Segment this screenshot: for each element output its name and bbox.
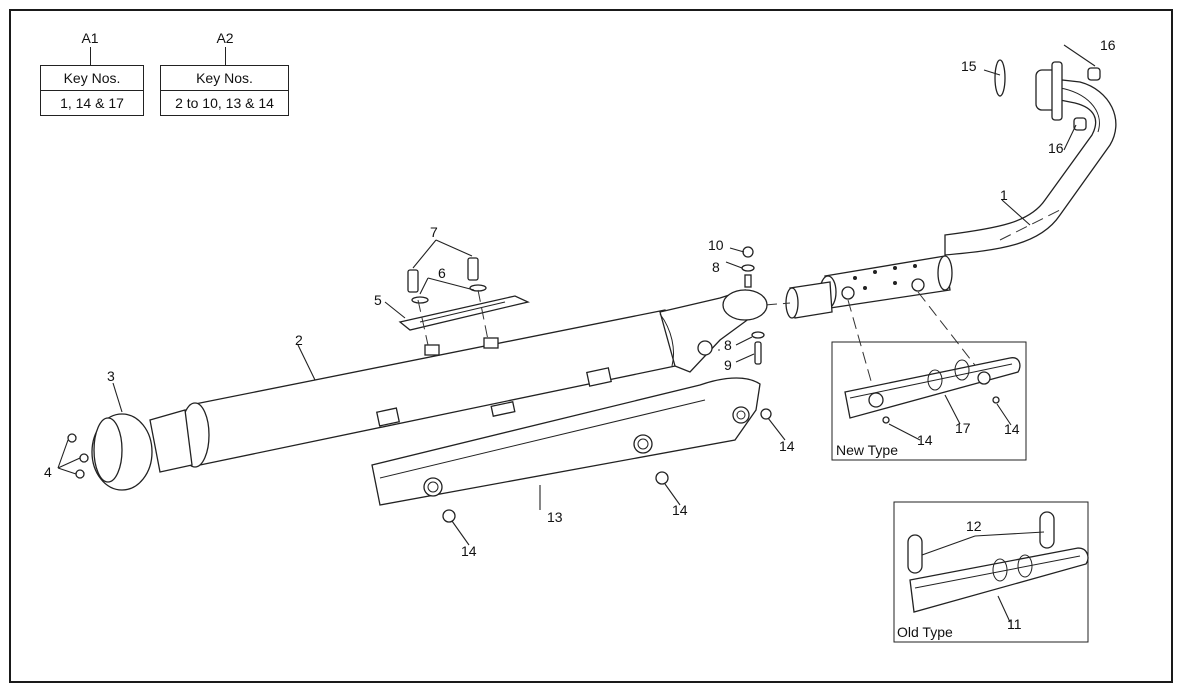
callout-4: 4 bbox=[44, 464, 52, 480]
callout-14-new-left: 14 bbox=[917, 432, 933, 448]
callout-17: 17 bbox=[955, 420, 971, 436]
leader-lines bbox=[57, 44, 1096, 623]
muffler-body bbox=[180, 289, 768, 468]
callout-10: 10 bbox=[708, 237, 724, 253]
callout-14-shield-right: 14 bbox=[779, 438, 795, 454]
legend-a2-value: 2 to 10, 13 & 14 bbox=[161, 90, 288, 115]
header-flange bbox=[994, 59, 1101, 131]
slip-pipe bbox=[785, 255, 953, 319]
muffler-tab-right bbox=[586, 367, 612, 387]
legend-a1-tag: A1 bbox=[81, 30, 99, 46]
callout-14-shield-left: 14 bbox=[461, 543, 477, 559]
legend-a2-tag: A2 bbox=[216, 30, 234, 46]
inset-new-type-label: New Type bbox=[836, 442, 898, 458]
legend-a1-stem bbox=[90, 47, 91, 65]
callout-11: 11 bbox=[1007, 616, 1022, 632]
callout-15: 15 bbox=[961, 58, 977, 74]
inset-old-type-label: Old Type bbox=[897, 624, 953, 640]
muffler-boss-right bbox=[483, 337, 499, 349]
callout-8-lower: 8 bbox=[724, 337, 732, 353]
old-type-bumper-left bbox=[907, 534, 923, 574]
nut-shield-left bbox=[442, 509, 456, 523]
legend-a1-value: 1, 14 & 17 bbox=[41, 90, 143, 115]
callout-8-upper: 8 bbox=[712, 259, 720, 275]
muffler-boss-left bbox=[424, 344, 440, 356]
top-bracket bbox=[398, 295, 530, 331]
muffler-end-cap bbox=[91, 409, 193, 491]
header-pipe bbox=[944, 79, 1117, 256]
nut-shield-center bbox=[655, 471, 669, 485]
callout-2: 2 bbox=[295, 332, 303, 348]
callout-5: 5 bbox=[374, 292, 382, 308]
flange-nut-upper bbox=[1087, 67, 1101, 81]
legend-a2-box: Key Nos. 2 to 10, 13 & 14 bbox=[160, 65, 289, 116]
callout-16-lower: 16 bbox=[1048, 140, 1064, 156]
flange-nut-lower bbox=[1073, 117, 1087, 131]
callout-7: 7 bbox=[430, 224, 438, 240]
inset-new-type-frame bbox=[831, 341, 1027, 461]
legend-a2-header: Key Nos. bbox=[196, 70, 253, 86]
new-type-bracket bbox=[844, 357, 1021, 424]
bracket-bolts bbox=[407, 257, 489, 346]
old-type-bracket bbox=[907, 511, 1089, 613]
callout-14-new-right: 14 bbox=[1004, 421, 1020, 437]
muffler-tab-left bbox=[375, 407, 401, 427]
callout-1: 1 bbox=[1000, 187, 1008, 203]
callout-16-upper: 16 bbox=[1100, 37, 1116, 53]
legend-a2-stem bbox=[225, 47, 226, 65]
callout-numbers: 1 2 3 4 5 6 7 8 8 9 10 11 12 13 14 14 14… bbox=[44, 37, 1116, 632]
callout-12: 12 bbox=[966, 518, 982, 534]
callout-3: 3 bbox=[107, 368, 115, 384]
heat-shield bbox=[371, 377, 761, 506]
old-type-bumper-right bbox=[1039, 511, 1055, 549]
clamp-fasteners bbox=[741, 246, 765, 365]
callout-13: 13 bbox=[547, 509, 563, 525]
legend-a1-header: Key Nos. bbox=[63, 70, 121, 86]
callout-14-shield-center: 14 bbox=[672, 502, 688, 518]
inset-old-type-frame bbox=[893, 501, 1089, 643]
callout-9: 9 bbox=[724, 357, 732, 373]
muffler-tab-center bbox=[490, 401, 516, 417]
exhaust-gasket bbox=[994, 59, 1006, 97]
callout-6: 6 bbox=[438, 265, 446, 281]
legend-a1-box: Key Nos. 1, 14 & 17 bbox=[40, 65, 144, 116]
end-cap-screws bbox=[67, 433, 89, 479]
nut-shield-right bbox=[760, 408, 772, 420]
